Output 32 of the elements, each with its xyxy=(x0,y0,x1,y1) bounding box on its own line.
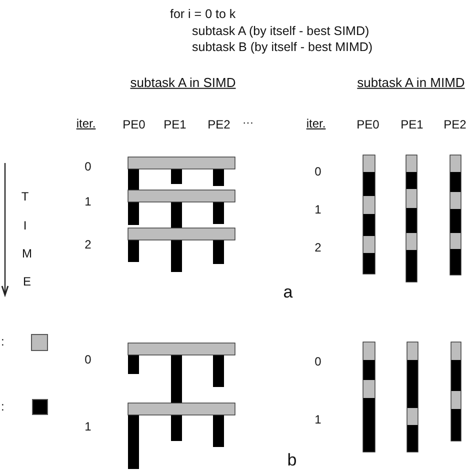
column-header: PE2 xyxy=(444,118,466,132)
panel-heading: subtask A in MIMD xyxy=(357,76,465,90)
code-line: subtask A (by itself - best SIMD) xyxy=(192,25,370,39)
ellipsis: ··· xyxy=(242,116,254,130)
axis-letter: E xyxy=(23,275,31,289)
panel-letter: a xyxy=(283,284,293,302)
axis-letter: T xyxy=(21,190,29,204)
column-header: PE0 xyxy=(122,118,146,132)
code-line: for i = 0 to k xyxy=(170,8,236,22)
iteration-number: 2 xyxy=(314,241,322,255)
axis-letter: I xyxy=(23,219,27,233)
iteration-number: 0 xyxy=(84,160,92,174)
iteration-number: 0 xyxy=(314,165,322,179)
column-header: PE1 xyxy=(164,118,186,132)
iteration-number: 2 xyxy=(84,238,92,252)
iteration-number: 0 xyxy=(84,353,92,367)
column-header: PE0 xyxy=(356,118,380,132)
panel-heading: subtask A in SIMD xyxy=(130,76,236,90)
legend-label: : xyxy=(1,335,4,349)
iteration-number: 1 xyxy=(84,195,92,209)
panel-letter: b xyxy=(287,452,297,470)
column-header: PE2 xyxy=(208,118,230,132)
axis-letter: M xyxy=(22,247,32,261)
iteration-number: 1 xyxy=(314,413,322,427)
iteration-number: 1 xyxy=(314,203,322,217)
column-header: iter. xyxy=(306,117,326,131)
legend-label: : xyxy=(1,400,4,414)
column-header: iter. xyxy=(76,117,96,131)
code-line: subtask B (by itself - best MIMD) xyxy=(192,41,373,55)
iteration-number: 1 xyxy=(84,420,92,434)
column-header: PE1 xyxy=(400,118,424,132)
iteration-number: 0 xyxy=(314,355,322,369)
